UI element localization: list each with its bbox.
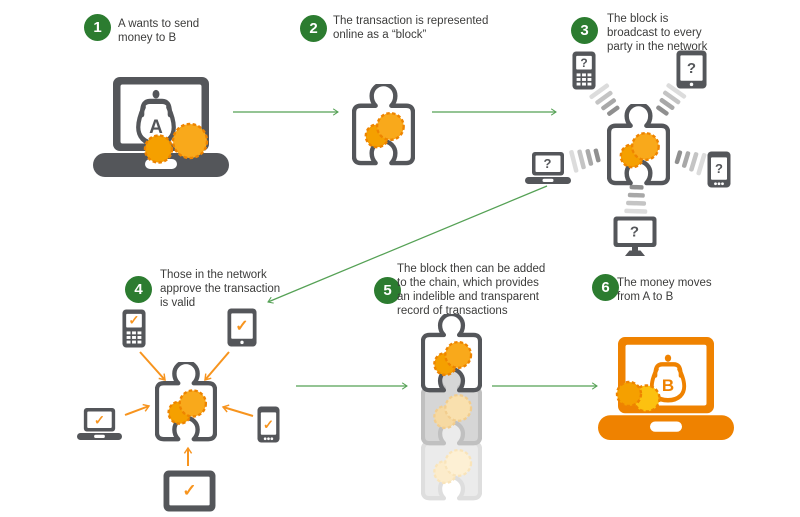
block-icon [352, 84, 416, 168]
step-3-badge: 3 [571, 17, 598, 44]
puzzle-piece-icon [354, 84, 413, 163]
block-icon [609, 104, 668, 183]
question-mark-icon: ? [580, 56, 587, 70]
question-mark-icon: ? [687, 60, 696, 77]
approval-arrows [124, 351, 254, 466]
question-mark-icon: ? [715, 161, 723, 176]
checkmark-icon: ✓ [235, 318, 248, 335]
step-1-badge: 1 [84, 14, 111, 41]
step-3-caption: The block is broadcast to every party in… [607, 13, 708, 53]
step-2-badge: 2 [300, 15, 327, 42]
step-1-caption: A wants to send money to B [118, 18, 200, 44]
block-icon [157, 362, 215, 439]
question-mark-icon: ? [630, 224, 639, 241]
laptop-purse-a-icon: A [93, 77, 229, 177]
coin-icon [143, 134, 174, 164]
checkmark-icon: ✓ [94, 413, 105, 428]
question-mark-icon: ? [544, 156, 552, 171]
laptop-purse-b-icon: B [598, 337, 734, 440]
purse-a-label: A [149, 117, 163, 138]
blockchain-chain-icon [400, 310, 510, 517]
checkmark-icon: ✓ [129, 313, 140, 328]
step-4-badge: 4 [125, 276, 152, 303]
signal-waves-icon [569, 83, 707, 214]
step-2-caption: The transaction is represented online as… [333, 15, 489, 41]
approval-network-cluster: ✓ ✓ ✓ ✓ ✓ [77, 308, 280, 512]
step-4-caption: Those in the network approve the transac… [160, 269, 281, 309]
step-6-caption: The money moves from A to B [617, 277, 712, 303]
checkmark-icon: ✓ [263, 417, 274, 432]
checkmark-icon: ✓ [182, 481, 196, 500]
broadcast-network-cluster: ? ? ? ? ? [525, 50, 731, 256]
step-6-badge: 6 [592, 274, 619, 301]
purse-b-label: B [662, 376, 674, 395]
coin-icon [615, 380, 643, 408]
coin-icon [171, 122, 209, 160]
